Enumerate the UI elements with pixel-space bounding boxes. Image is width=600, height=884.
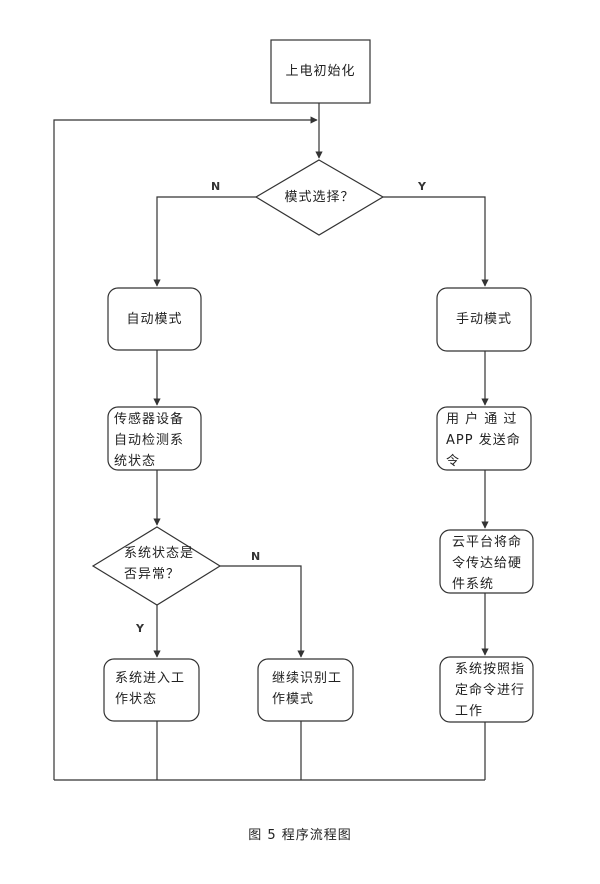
status-check-line-2: 否异常？ [124, 567, 181, 582]
status-check-line-1: 系统状态是 [124, 546, 195, 561]
user-app-box [436, 406, 532, 471]
auto-mode-label: 自动模式 [126, 311, 183, 327]
continue-identify-label: 继续识别工 作模式 [272, 668, 362, 710]
start-box [270, 39, 371, 104]
start-label: 上电初始化 [285, 64, 356, 79]
enter-work-line-2: 作状态 [115, 692, 158, 707]
edge-loop-back [53, 116, 318, 780]
enter-work-line-1: 系统进入工 [115, 671, 186, 686]
sensor-detect-line-1: 传感器设备 [114, 412, 185, 427]
edge-status-no [220, 565, 305, 658]
status-yes-label: Y [136, 622, 144, 635]
user-app-label: 用 户 通 过 APP 发送命 令 [446, 407, 536, 472]
continue-identify-box [257, 658, 354, 722]
mode-no-label: N [211, 180, 221, 193]
sensor-detect-box [107, 406, 202, 471]
figure-caption: 图 5 程序流程图 [248, 828, 352, 843]
mode-select-diamond [254, 159, 385, 236]
cloud-forward-label: 云平台将命 令传达给硬 件系统 [452, 530, 542, 595]
cloud-forward-line-2: 令传达给硬 [452, 556, 523, 571]
mode-select-label: 模式选择？ [284, 190, 355, 205]
system-execute-line-2: 定命令进行 [455, 683, 526, 698]
enter-work-label: 系统进入工 作状态 [115, 668, 205, 710]
sensor-detect-line-2: 自动检测系 [114, 433, 185, 448]
enter-work-box [103, 658, 200, 722]
user-app-line-1: 用 户 通 过 [446, 412, 518, 427]
cloud-forward-box [439, 529, 534, 594]
manual-mode-label: 手动模式 [455, 312, 512, 327]
edge-mode-yes [383, 196, 489, 287]
status-no-label: N [251, 550, 261, 563]
system-execute-line-1: 系统按照指 [455, 662, 526, 677]
mode-yes-label: Y [418, 180, 426, 193]
cloud-forward-line-3: 件系统 [452, 577, 495, 592]
auto-mode-box [107, 287, 202, 351]
manual-mode-box [436, 287, 532, 352]
cloud-forward-line-1: 云平台将命 [452, 535, 523, 550]
system-execute-line-3: 工作 [455, 704, 484, 719]
user-app-line-3: 令 [446, 454, 461, 469]
sensor-detect-label: 传感器设备 自动检测系 统状态 [114, 407, 204, 472]
user-app-line-2: APP 发送命 [446, 433, 521, 448]
continue-identify-line-1: 继续识别工 [272, 671, 343, 686]
status-check-label: 系统状态是 否异常？ [124, 543, 204, 585]
system-execute-label: 系统按照指 定命令进行 工作 [455, 657, 545, 722]
sensor-detect-line-3: 统状态 [114, 454, 157, 469]
edge-mode-no [153, 196, 256, 287]
system-execute-box [439, 656, 534, 723]
continue-identify-line-2: 作模式 [272, 692, 315, 707]
